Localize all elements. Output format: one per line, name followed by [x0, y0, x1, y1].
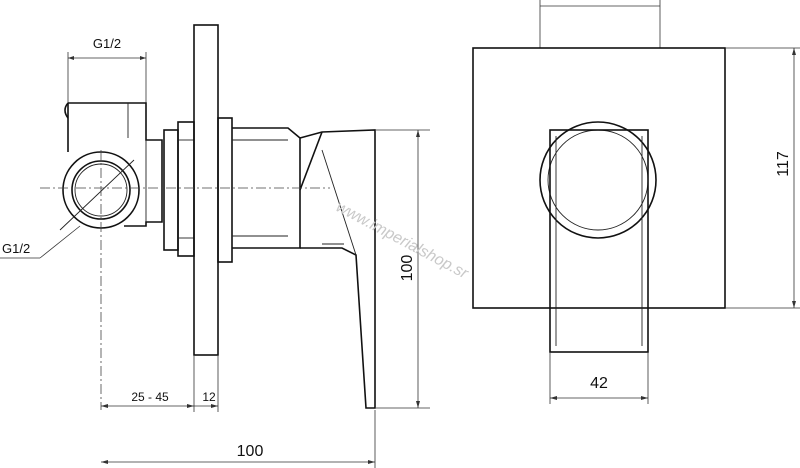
side-view: G1/2 G1/2 [0, 24, 430, 468]
total-length-label: 100 [237, 443, 264, 460]
inlet-connector [59, 151, 140, 231]
lever-handle-front [549, 129, 649, 353]
front-view: 117 42 [472, 0, 800, 404]
handle-width-dimension: 42 [549, 352, 649, 404]
wall-plate-side [193, 24, 219, 356]
depth-range-label: 25 - 45 [131, 390, 169, 404]
valve-body [64, 102, 163, 227]
lever-handle-side [299, 129, 376, 409]
wall-plate-front [472, 47, 726, 309]
plate-height-dimension: 117 [725, 47, 800, 309]
total-length-dimension: 100 [101, 410, 376, 468]
side-thread-callout: G1/2 [0, 225, 81, 259]
plate-height-label: 117 [775, 151, 792, 177]
height-dimension: 100 [376, 129, 430, 409]
handle-width-label: 42 [590, 375, 608, 392]
top-thread-label: G1/2 [93, 36, 121, 51]
rosette [539, 121, 657, 239]
height-label: 100 [399, 255, 416, 282]
cartridge [232, 127, 301, 249]
top-thread-dimension: G1/2 [67, 36, 147, 112]
depth-dimensions: 25 - 45 12 [101, 356, 219, 412]
plate-thickness-label: 12 [202, 390, 216, 404]
side-thread-label: G1/2 [2, 241, 30, 256]
flange-nut [163, 117, 233, 263]
